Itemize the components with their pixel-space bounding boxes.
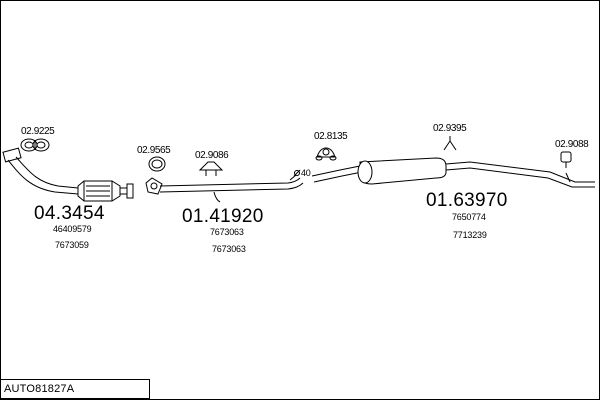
- diagram-code-box: AUTO81827A: [0, 379, 150, 399]
- ring-clamp-02-9565: [148, 156, 166, 172]
- tailpipe: [445, 161, 595, 188]
- hanger-02-9086: [198, 161, 224, 203]
- hardware-label-02-9225: 02.9225: [21, 126, 55, 137]
- rear-inlet-pipe: [311, 165, 363, 183]
- ref-number-rear-1: 7650774: [452, 212, 486, 222]
- ref-number-front-1: 46409579: [53, 224, 92, 234]
- ref-number-middle-1: 7673063: [210, 227, 244, 237]
- part-number-middle: 01.41920: [182, 206, 264, 227]
- hardware-label-02-9565: 02.9565: [137, 145, 171, 156]
- part-number-rear: 01.63970: [426, 190, 508, 211]
- middle-flange: [145, 177, 163, 195]
- clamp-02-8135: [315, 147, 337, 161]
- front-pipe-assembly: [2, 147, 134, 202]
- hanger-02-9088: [560, 151, 572, 168]
- ref-number-middle-2: 7673063: [212, 244, 246, 254]
- diameter-marker: [289, 169, 301, 181]
- hardware-label-02-9086: 02.9086: [195, 150, 229, 161]
- clamp-02-9225: [20, 138, 50, 152]
- ref-number-rear-2: 7713239: [453, 230, 487, 240]
- rear-silencer: [357, 157, 447, 185]
- diagram-code: AUTO81827A: [4, 383, 75, 395]
- middle-pipe: [159, 177, 304, 193]
- hardware-label-02-9088: 02.9088: [555, 139, 589, 150]
- part-number-front: 04.3454: [34, 203, 105, 224]
- pipe-diameter-label: 40: [301, 168, 311, 178]
- hanger-02-9395: [443, 136, 457, 151]
- hardware-label-02-9395: 02.9395: [433, 123, 467, 134]
- ref-number-front-2: 7673059: [55, 240, 89, 250]
- hardware-label-02-8135: 02.8135: [314, 131, 348, 142]
